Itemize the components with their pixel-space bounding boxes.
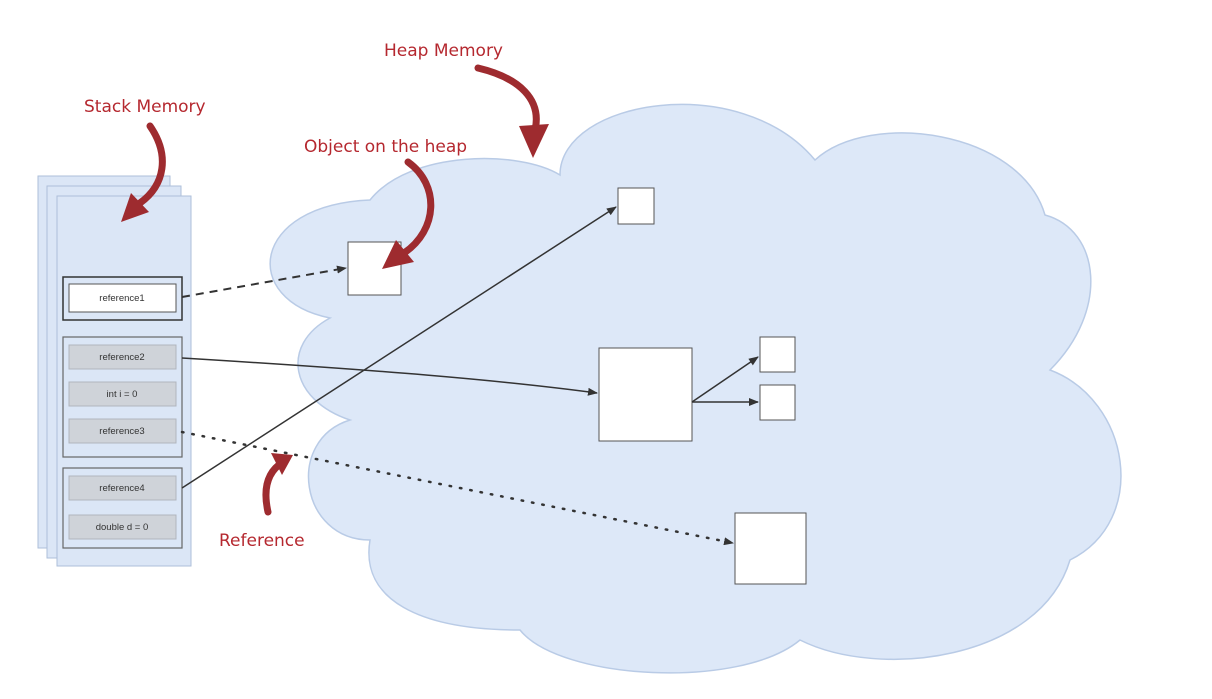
reference3-arrow — [180, 430, 735, 546]
stack-frame-front — [56, 195, 192, 567]
stack-slot-reference3 — [68, 418, 177, 444]
stack-slot-double-d-label: double d = 0 — [96, 522, 149, 533]
heap-memory-label: Heap Memory — [384, 41, 503, 61]
object-c-to-d-arrow — [691, 356, 759, 403]
stack-slot-reference2-label: reference2 — [99, 352, 144, 363]
stack-group-2 — [62, 336, 183, 458]
heap-object-b — [617, 187, 655, 225]
stack-memory-label: Stack Memory — [84, 97, 206, 117]
heap-object-e — [759, 384, 796, 421]
stack-slot-reference3-label: reference3 — [99, 426, 144, 437]
heap-object-d — [759, 336, 796, 373]
heap-memory-callout-arrow — [474, 64, 549, 158]
stack-slot-reference2 — [68, 344, 177, 370]
reference2-arrow — [181, 357, 598, 396]
reference-label: Reference — [219, 531, 305, 551]
stack-slot-reference1 — [68, 283, 177, 313]
stack-slot-int-i-label: int i = 0 — [107, 389, 138, 400]
object-on-heap-callout-arrow — [382, 158, 435, 269]
reference4-arrow — [181, 206, 617, 489]
stack-slot-double-d — [68, 514, 177, 540]
stack-slot-reference4 — [68, 475, 177, 501]
stack-slot-int-i — [68, 381, 177, 407]
stack-group-1 — [62, 276, 183, 321]
reference-callout-arrow — [262, 453, 293, 516]
heap-cloud — [269, 103, 1122, 674]
object-on-heap-label: Object on the heap — [304, 137, 467, 157]
stack-slot-reference1-label: reference1 — [99, 293, 144, 304]
heap-object-f — [734, 512, 807, 585]
heap-object-c — [598, 347, 693, 442]
stack-slot-reference4-label: reference4 — [99, 483, 144, 494]
stack-group-3 — [62, 467, 183, 549]
stack-memory-callout-arrow — [121, 122, 166, 222]
